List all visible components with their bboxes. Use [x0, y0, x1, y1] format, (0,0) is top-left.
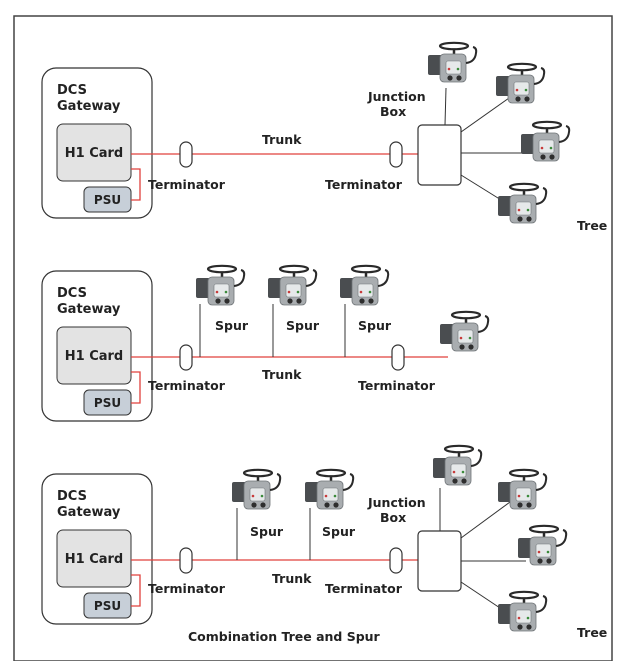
psu-wiring — [131, 168, 141, 201]
junction-label-line2: Box — [380, 104, 406, 119]
tree-label: Tree — [577, 218, 607, 233]
h1-card-label: H1 Card — [65, 552, 123, 567]
terminator-right-label: Terminator — [325, 581, 403, 596]
spur-label: Spur — [250, 524, 284, 539]
trunk-label: Trunk — [262, 367, 302, 382]
tree-topology-diagram: DCS Gateway H1 Card PSU Terminator Termi… — [41, 41, 607, 233]
junction-label-line2: Box — [380, 510, 406, 525]
psu-label: PSU — [94, 193, 121, 207]
terminator-right — [389, 547, 403, 574]
branch-line — [460, 97, 510, 133]
terminator-left-label: Terminator — [148, 378, 226, 393]
gateway-label-line2: Gateway — [57, 302, 121, 317]
terminator-left — [179, 547, 193, 574]
psu-wiring — [131, 574, 141, 607]
h1-card-label: H1 Card — [65, 349, 123, 364]
spur-label: Spur — [286, 318, 320, 333]
junction-label-line1: Junction — [367, 89, 426, 104]
gateway-label-line1: DCS — [57, 489, 87, 504]
gateway-label-line2: Gateway — [57, 505, 121, 520]
combination-topology-diagram: DCS Gateway H1 Card PSU Terminator Termi… — [41, 444, 607, 644]
tree-label: Tree — [577, 625, 607, 640]
gateway-label-line1: DCS — [57, 83, 87, 98]
gateway-label-line1: DCS — [57, 286, 87, 301]
branch-line — [460, 501, 511, 539]
spur-label: Spur — [358, 318, 392, 333]
trunk-label: Trunk — [262, 132, 302, 147]
h1-card — [56, 123, 132, 182]
trunk-label: Trunk — [272, 571, 312, 586]
spur-label: Spur — [322, 524, 356, 539]
terminator-left — [179, 141, 193, 168]
diagram-caption: Combination Tree and Spur — [188, 629, 381, 644]
terminator-right-label: Terminator — [325, 177, 403, 192]
terminator-right — [391, 344, 405, 371]
spur-topology-diagram: DCS Gateway H1 Card PSU Terminator Termi… — [41, 264, 490, 422]
terminator-left — [179, 344, 193, 371]
h1-card — [56, 529, 132, 588]
terminator-left-label: Terminator — [148, 177, 226, 192]
gateway-label-line2: Gateway — [57, 99, 121, 114]
spur-label: Spur — [215, 318, 249, 333]
terminator-left-label: Terminator — [148, 581, 226, 596]
branch-line — [444, 87, 447, 126]
terminator-right-label: Terminator — [358, 378, 436, 393]
junction-box — [417, 530, 462, 592]
psu-label: PSU — [94, 599, 121, 613]
junction-label-line1: Junction — [367, 495, 426, 510]
terminator-right — [389, 141, 403, 168]
junction-box — [417, 124, 462, 186]
psu-wiring — [131, 371, 141, 404]
h1-card — [56, 326, 132, 385]
psu-label: PSU — [94, 396, 121, 410]
h1-card-label: H1 Card — [65, 146, 123, 161]
